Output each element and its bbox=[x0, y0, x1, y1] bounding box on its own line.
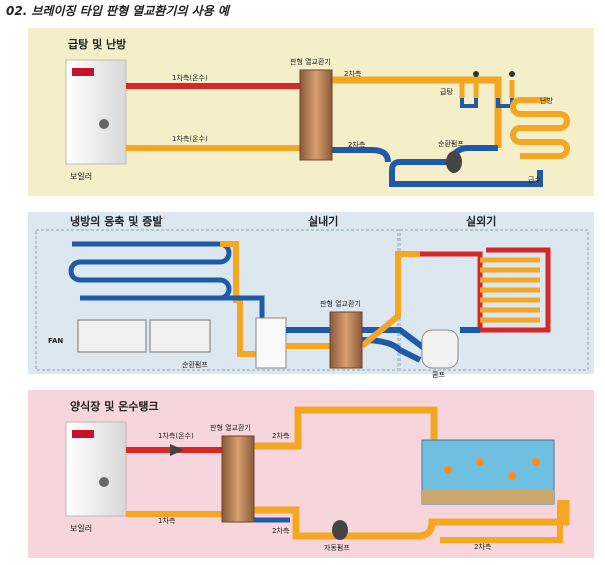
outdoor-coil bbox=[480, 257, 540, 323]
hx-3-label: 판형 열교환기 bbox=[210, 423, 251, 432]
indoor-title: 실내기 bbox=[308, 214, 338, 228]
heating-label: 난방 bbox=[540, 96, 553, 105]
pump-3-label: 자동펌프 bbox=[324, 543, 350, 552]
page-title: 02. 브레이징 타입 판형 열교환기의 사용 예 bbox=[6, 4, 229, 18]
secondary-out-label-3: 2차측 bbox=[272, 431, 290, 440]
boiler-1-label: 보일러 bbox=[70, 172, 92, 181]
fan-unit-2 bbox=[149, 319, 211, 353]
primary-hot-label: 1차측(온수) bbox=[172, 73, 208, 82]
primary-return-label-3: 1차측 bbox=[158, 516, 176, 525]
hx-2-label: 판형 열교환기 bbox=[320, 299, 361, 308]
secondary-out-label: 2차측 bbox=[344, 69, 362, 78]
panel-hot-water-heating: 급탕 및 난방 보일러 1차측(온수) 1차측(온수) 판형 열교환기 2차측 … bbox=[28, 28, 594, 196]
heat-exchanger-2 bbox=[329, 311, 363, 369]
hx-1-label: 판형 열교환기 bbox=[290, 57, 331, 66]
pump-1-label: 순환펌프 bbox=[438, 139, 464, 148]
pipe-cold-loop bbox=[389, 145, 543, 187]
secondary-return-label-3: 2차측 bbox=[272, 526, 290, 535]
secondary-in-label: 2차측 bbox=[348, 140, 366, 149]
compressor-label: 콤프 bbox=[432, 371, 445, 379]
heat-exchanger-3 bbox=[221, 435, 255, 523]
outdoor-title: 실외기 bbox=[466, 214, 496, 228]
supply-label: 급수 bbox=[528, 176, 541, 184]
primary-hot-label-3: 1차측(온수) bbox=[158, 431, 194, 440]
fan-unit-1 bbox=[77, 319, 147, 353]
heat-exchanger-1 bbox=[299, 69, 333, 161]
panel2-title: 냉방의 응축 및 증발 bbox=[70, 214, 162, 228]
indoor-tank bbox=[255, 317, 287, 369]
indoor-coil bbox=[68, 241, 232, 301]
pump-1 bbox=[446, 151, 462, 173]
compressor bbox=[421, 329, 459, 369]
heating-coil bbox=[510, 97, 570, 159]
boiler-2 bbox=[65, 421, 127, 517]
pipe-secondary-in bbox=[332, 147, 391, 163]
primary-return-label: 1차측(온수) bbox=[172, 134, 208, 143]
panel-fish-farm: 양식장 및 온수탱크 보일러 1차측(온수) 1차측 판형 열교환기 2차측 2… bbox=[28, 390, 594, 558]
pump-2-label: 순환펌프 bbox=[182, 360, 208, 369]
pump-3 bbox=[332, 520, 348, 540]
fan-label: FAN bbox=[48, 337, 63, 345]
panel-cooling: 냉방의 응축 및 증발 실내기 실외기 FAN 순환펌프 판형 열교환기 콤프 bbox=[28, 212, 594, 379]
boiler-1 bbox=[65, 59, 127, 165]
boiler-2-label: 보일러 bbox=[70, 524, 92, 533]
hot-water-label: 급탕 bbox=[440, 87, 453, 96]
panel3-title: 양식장 및 온수탱크 bbox=[70, 399, 159, 413]
secondary-bottom-label-3: 2차측 bbox=[474, 542, 492, 551]
panel1-title: 급탕 및 난방 bbox=[68, 37, 126, 51]
